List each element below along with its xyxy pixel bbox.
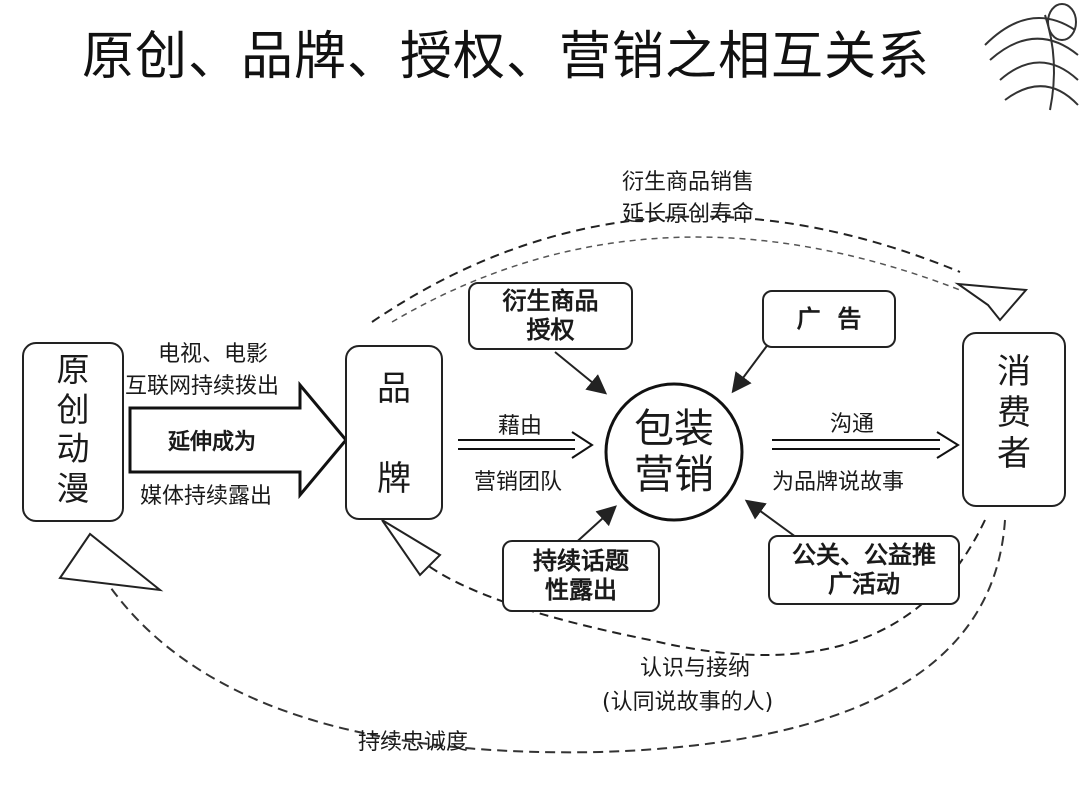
label-extend: 延伸成为 xyxy=(168,430,257,455)
corner-ornament xyxy=(984,3,1079,111)
arrow-brand-to-center xyxy=(458,431,594,459)
arrow-licensing-to-center xyxy=(554,351,608,395)
node-consumer: 消费者 xyxy=(962,332,1066,507)
node-brand-char-bottom: 牌 xyxy=(377,459,411,499)
center-label: 包装营销 xyxy=(634,406,714,498)
arrow-pr-to-center xyxy=(744,499,801,541)
node-consumer-label: 消费者 xyxy=(997,352,1031,474)
box-pr-activities: 公关、公益推广活动 xyxy=(768,535,960,605)
label-brand-story: 为品牌说故事 xyxy=(772,470,905,495)
label-internet: 互联网持续拨出 xyxy=(125,374,280,399)
arc-top-arrowhead xyxy=(954,282,1029,322)
arc-consumer-to-brand xyxy=(404,519,986,656)
node-original-anime-label: 原创动漫 xyxy=(56,350,90,508)
label-via: 藉由 xyxy=(498,414,543,439)
node-brand: 品 牌 xyxy=(345,345,443,520)
center-circle xyxy=(604,382,744,522)
box-advertising: 广 告 xyxy=(762,290,896,348)
label-recognition: 认识与接纳 xyxy=(640,656,751,681)
arc-brand-to-consumer xyxy=(371,215,961,323)
arc-outer-arrowhead xyxy=(58,532,164,592)
label-derivative-sales: 衍生商品销售 xyxy=(622,170,755,195)
label-loyalty: 持续忠诚度 xyxy=(358,730,469,755)
arc-inner-arrowhead xyxy=(381,519,442,577)
node-original-anime: 原创动漫 xyxy=(22,342,124,522)
label-tv-film: 电视、电影 xyxy=(158,342,269,367)
label-communicate: 沟通 xyxy=(830,412,875,437)
label-marketing-team: 营销团队 xyxy=(474,470,563,495)
label-media: 媒体持续露出 xyxy=(140,484,273,509)
box-topic-exposure: 持续话题性露出 xyxy=(502,540,660,612)
arc-brand-to-consumer-inner xyxy=(391,236,961,323)
arrow-center-to-consumer xyxy=(772,431,960,459)
arc-consumer-to-anime xyxy=(99,519,1006,754)
node-brand-char-top: 品 xyxy=(377,369,411,409)
box-licensing: 衍生商品授权 xyxy=(468,282,633,350)
page-title: 原创、品牌、授权、营销之相互关系 xyxy=(82,27,931,87)
block-arrow-anime-to-brand xyxy=(128,380,348,500)
label-recognition-sub: (认同说故事的人) xyxy=(602,690,774,715)
label-extend-life: 延长原创寿命 xyxy=(622,202,755,227)
